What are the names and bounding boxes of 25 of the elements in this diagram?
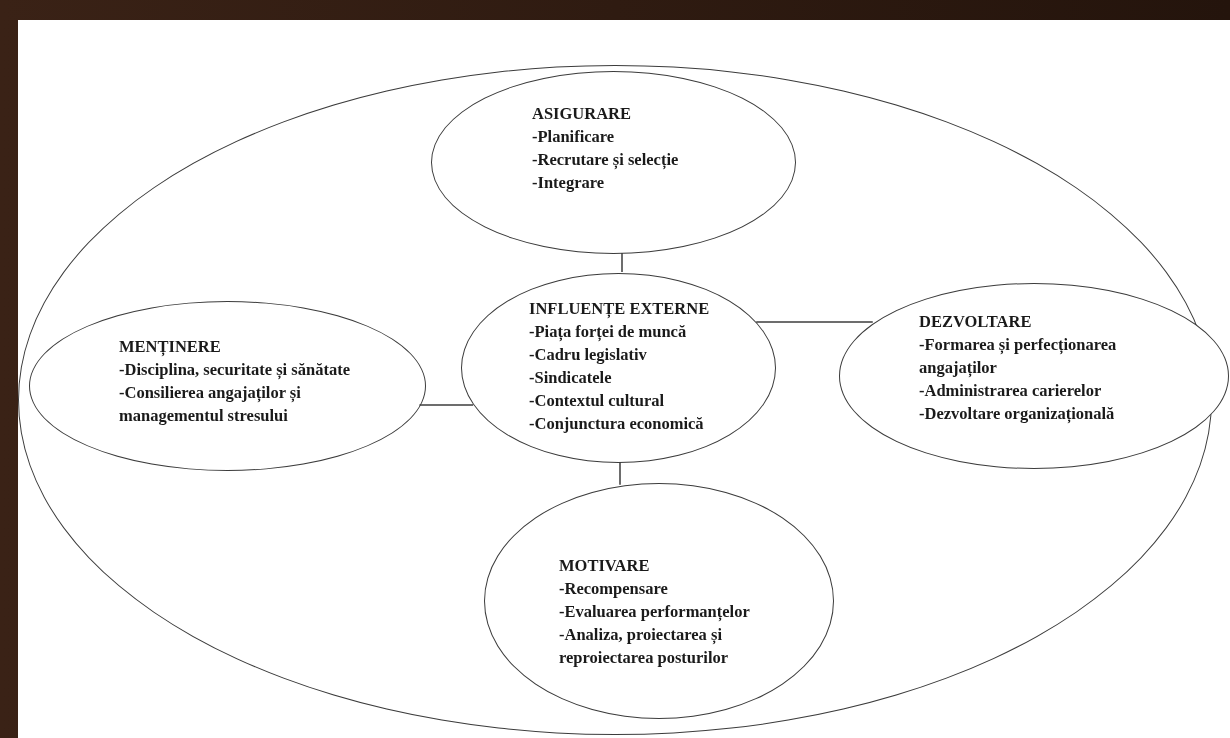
list-item: -Disciplina, securitate și sănătate [119,359,351,381]
list-item: -Administrarea carierelor [919,380,1103,402]
connector-line [619,461,621,486]
node-heading: MOTIVARE [559,555,651,577]
connector-line [755,321,874,323]
list-item: -Integrare [532,172,606,194]
node-heading: ASIGURARE [532,103,633,125]
list-item: -Contextul cultural [529,390,666,412]
node-heading: MENȚINERE [119,336,222,358]
list-item: -Sindicatele [529,367,613,389]
list-item: -Conjunctura economică [529,413,705,435]
list-item: -Recrutare și selecție [532,149,680,171]
list-item: -Formarea și perfecționarea angajaților [919,334,1118,379]
list-item: -Evaluarea performanțelor [559,601,751,623]
node-heading: INFLUENȚE EXTERNE [529,298,711,320]
connector-line [621,252,623,273]
list-item: -Piața forței de muncă [529,321,688,343]
list-item: -Planificare [532,126,616,148]
node-heading: DEZVOLTARE [919,311,1033,333]
list-item: -Recompensare [559,578,669,600]
connector-line [418,404,474,406]
list-item: -Dezvoltare organizațională [919,403,1116,425]
list-item: -Consilierea angajaților și managementul stresului [119,382,302,427]
list-item: -Analiza, proiectarea și reproiectarea posturilor [559,624,730,669]
list-item: -Cadru legislativ [529,344,648,366]
